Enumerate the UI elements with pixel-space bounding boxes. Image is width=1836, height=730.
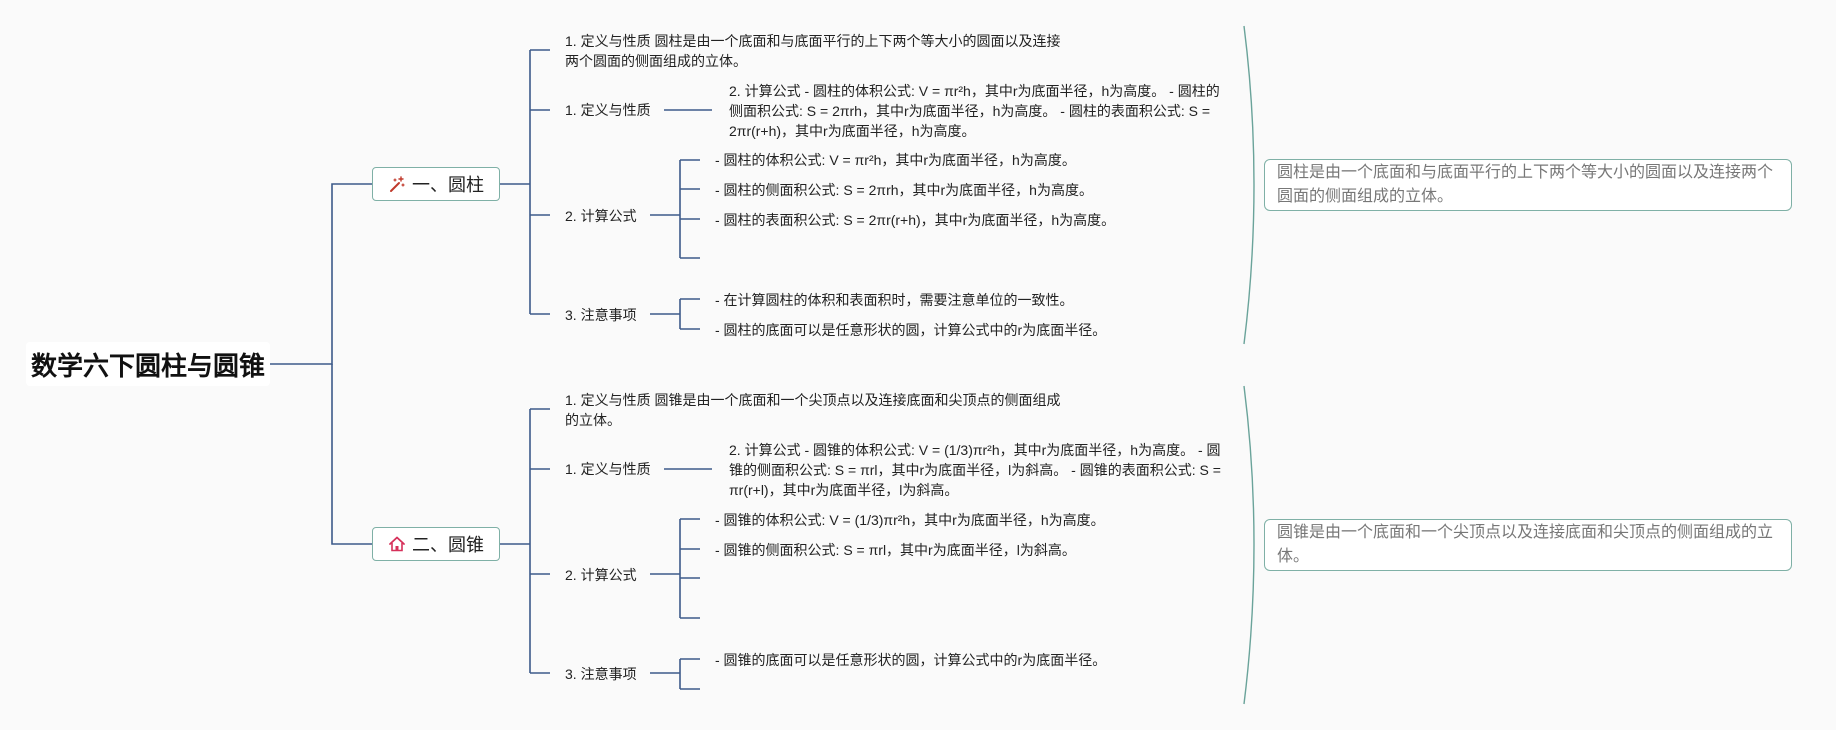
cone-definition-full[interactable]: 1. 定义与性质 圆锥是由一个底面和一个尖顶点以及连接底面和尖顶点的侧面组成的立…	[565, 392, 1061, 428]
root-topic[interactable]: 数学六下圆柱与圆锥	[26, 342, 270, 386]
cylinder-calc-item[interactable]: - 圆柱的表面积公式: S = 2πr(r+h)，其中r为底面半径，h为高度。	[715, 212, 1116, 228]
cylinder-calc-label[interactable]: 2. 计算公式	[565, 208, 637, 224]
cylinder-notes-label[interactable]: 3. 注意事项	[565, 307, 637, 323]
branch-cone-label: 二、圆锥	[412, 535, 484, 555]
cone-note-item[interactable]: - 圆锥的底面可以是任意形状的圆，计算公式中的r为底面半径。	[715, 652, 1107, 668]
cylinder-calc-item[interactable]: - 圆柱的体积公式: V = πr²h，其中r为底面半径，h为高度。	[715, 152, 1076, 168]
root-title: 数学六下圆柱与圆锥	[30, 350, 265, 381]
cylinder-definition-full[interactable]: 1. 定义与性质 圆柱是由一个底面和与底面平行的上下两个等大小的圆面以及连接两个…	[565, 33, 1061, 69]
cylinder-note-item[interactable]: - 在计算圆柱的体积和表面积时，需要注意单位的一致性。	[715, 292, 1074, 308]
branch-cylinder-label: 一、圆柱	[412, 175, 484, 195]
branch-cone[interactable]: 二、圆锥	[372, 527, 500, 561]
cylinder-definition-label[interactable]: 1. 定义与性质	[565, 102, 651, 118]
cone-calc-item[interactable]: - 圆锥的侧面积公式: S = πrl，其中r为底面半径，l为斜高。	[715, 542, 1076, 558]
house-icon	[388, 535, 406, 553]
cylinder-calc-item[interactable]: - 圆柱的侧面积公式: S = 2πrh，其中r为底面半径，h为高度。	[715, 182, 1093, 198]
cylinder-definition-child[interactable]: 2. 计算公式 - 圆柱的体积公式: V = πr²h，其中r为底面半径，h为高…	[729, 83, 1220, 139]
magic-wand-icon	[388, 175, 406, 193]
cone-notes-label[interactable]: 3. 注意事项	[565, 666, 637, 682]
cone-summary[interactable]: 圆锥是由一个底面和一个尖顶点以及连接底面和尖顶点的侧面组成的立体。	[1264, 519, 1792, 571]
cone-definition-child[interactable]: 2. 计算公式 - 圆锥的体积公式: V = (1/3)πr²h，其中r为底面半…	[729, 442, 1221, 498]
cone-calc-item[interactable]: - 圆锥的体积公式: V = (1/3)πr²h，其中r为底面半径，h为高度。	[715, 512, 1105, 528]
cylinder-summary[interactable]: 圆柱是由一个底面和与底面平行的上下两个等大小的圆面以及连接两个圆面的侧面组成的立…	[1264, 159, 1792, 211]
cone-definition-label[interactable]: 1. 定义与性质	[565, 461, 651, 477]
cone-calc-label[interactable]: 2. 计算公式	[565, 567, 637, 583]
branch-cylinder[interactable]: 一、圆柱	[372, 167, 500, 201]
cylinder-note-item[interactable]: - 圆柱的底面可以是任意形状的圆，计算公式中的r为底面半径。	[715, 322, 1107, 338]
